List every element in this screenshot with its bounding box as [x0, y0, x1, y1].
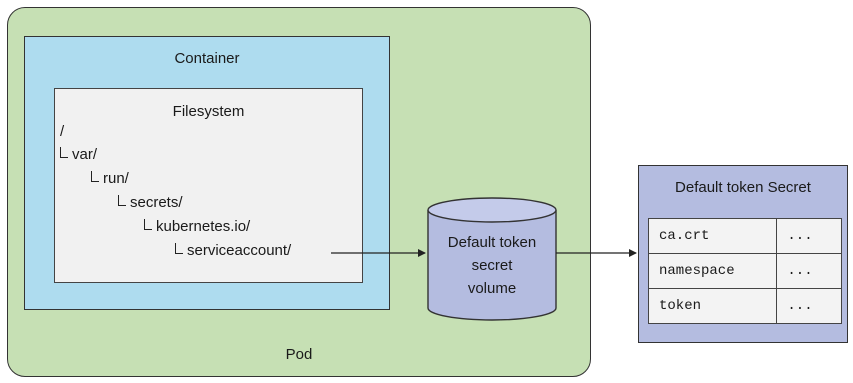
- secret-key-cell: ca.crt: [647, 218, 778, 254]
- tree-connector-icon: [175, 243, 183, 254]
- volume-label-line: Default token: [447, 234, 537, 251]
- filesystem-label: Filesystem: [172, 103, 245, 120]
- tree-connector-icon: [60, 147, 68, 158]
- table-row: ca.crt ...: [647, 218, 842, 254]
- secret-value-cell: ...: [776, 288, 842, 324]
- secret-table: ca.crt ... namespace ... token ...: [647, 218, 842, 324]
- tree-item-run: run/: [103, 170, 129, 187]
- secret-key-cell: token: [647, 288, 778, 324]
- tree-connector-icon: [91, 171, 99, 182]
- volume-label-line: volume: [467, 280, 517, 297]
- table-row: token ...: [647, 288, 842, 324]
- secret-value-cell: ...: [776, 218, 842, 254]
- tree-item-var: var/: [72, 146, 98, 163]
- volume-cylinder-icon: [427, 197, 557, 321]
- tree-connector-icon: [118, 195, 126, 206]
- pod-label: Pod: [285, 346, 313, 363]
- filesystem-box: [54, 88, 363, 283]
- container-label: Container: [174, 50, 240, 67]
- secret-value-cell: ...: [776, 253, 842, 289]
- tree-item-root: /: [60, 123, 65, 140]
- volume-label-line: secret: [471, 257, 513, 274]
- secret-title: Default token Secret: [675, 179, 811, 196]
- tree-item-secrets: secrets/: [130, 194, 183, 211]
- tree-item-kubernetes-io: kubernetes.io/: [156, 218, 251, 235]
- table-row: namespace ...: [647, 253, 842, 289]
- secret-key-cell: namespace: [647, 253, 778, 289]
- tree-connector-icon: [144, 219, 152, 230]
- volume-label: Default token secret volume: [428, 231, 556, 300]
- tree-item-serviceaccount: serviceaccount/: [187, 242, 292, 259]
